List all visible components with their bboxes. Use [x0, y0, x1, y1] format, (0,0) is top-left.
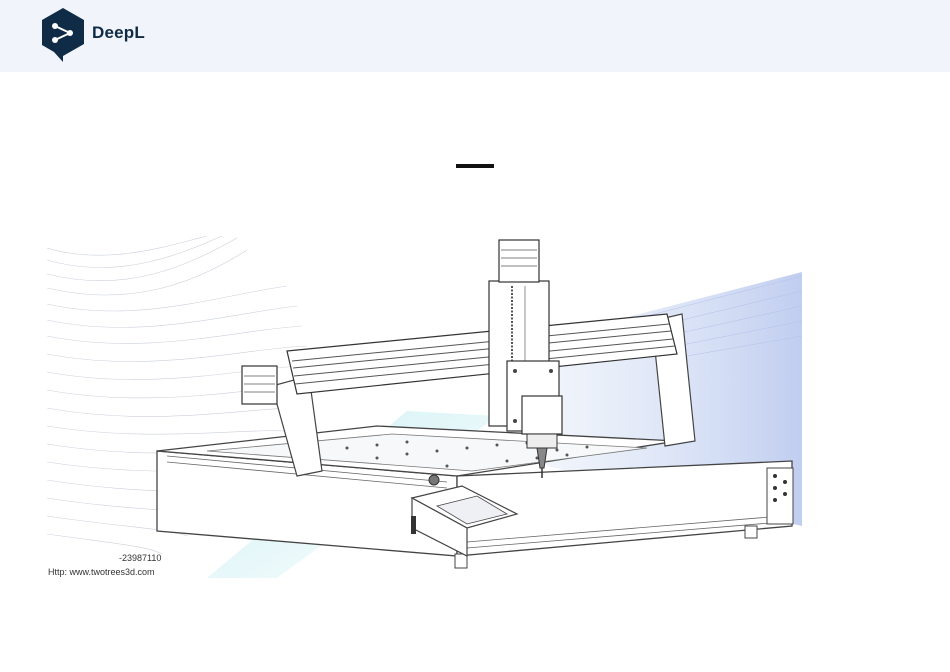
cnc-machine-image: -23987110 Http: www.twotrees3d.com: [47, 236, 807, 578]
deepl-logo-icon: [40, 7, 86, 63]
deepl-logo-link[interactable]: DeepL: [40, 7, 145, 63]
top-bar: DeepL: [0, 0, 950, 72]
divider-dash: [456, 164, 494, 168]
cnc-router-machine-illustration-icon: [47, 236, 807, 578]
brand-name: DeepL: [92, 23, 145, 43]
image-code-text: -23987110: [119, 553, 161, 563]
image-url-text: Http: www.twotrees3d.com: [48, 567, 155, 577]
